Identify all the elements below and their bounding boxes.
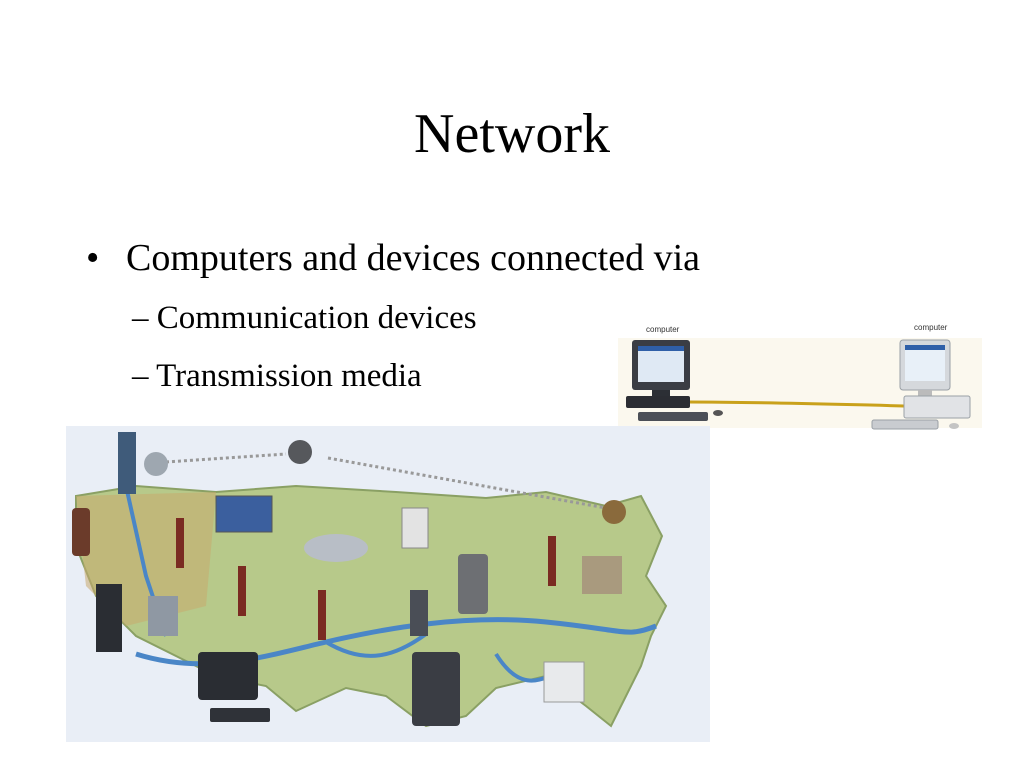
bullet-marker: • (86, 237, 100, 279)
cell-phone-icon (72, 508, 90, 556)
left-computer-label: computer (646, 325, 680, 334)
cell-tower-icon (318, 590, 326, 640)
server-tower-icon (96, 584, 122, 652)
office-building-icon (148, 596, 178, 636)
sub-item-communication-devices: – Communication devices (132, 300, 477, 336)
satellite-icon (288, 440, 312, 464)
tablet-icon (412, 652, 460, 726)
bullet-item: • Computers and devices connected via (86, 236, 700, 280)
bullet-text: Computers and devices connected via (126, 237, 701, 279)
cell-tower-icon (238, 566, 246, 616)
pda-icon (458, 554, 488, 614)
right-computer-label: computer (914, 323, 948, 332)
wireless-signal (165, 452, 287, 464)
server-icon (410, 590, 428, 636)
cell-tower-icon (176, 518, 184, 568)
satellite-dish-icon (144, 452, 168, 476)
server-icon (401, 507, 429, 549)
satellite-dish-icon (602, 500, 626, 524)
cell-tower-icon (548, 536, 556, 586)
cable-line (687, 400, 909, 408)
slide-title: Network (414, 103, 610, 165)
left-computer-icon (626, 340, 723, 421)
sub-item-transmission-media: – Transmission media (132, 358, 422, 394)
car-icon (304, 534, 368, 562)
network-map-illustration (66, 426, 710, 742)
two-computers-illustration: computer computer (618, 323, 982, 430)
wireless-signal (327, 456, 607, 510)
right-computer-icon (871, 339, 971, 430)
office-building-icon (118, 432, 136, 494)
cable-line (324, 632, 428, 658)
office-building-icon (582, 556, 622, 594)
keyboard-icon (210, 708, 270, 722)
laptop-icon (215, 495, 273, 533)
monitor-icon (198, 652, 258, 700)
desktop-computer-icon (543, 661, 585, 703)
